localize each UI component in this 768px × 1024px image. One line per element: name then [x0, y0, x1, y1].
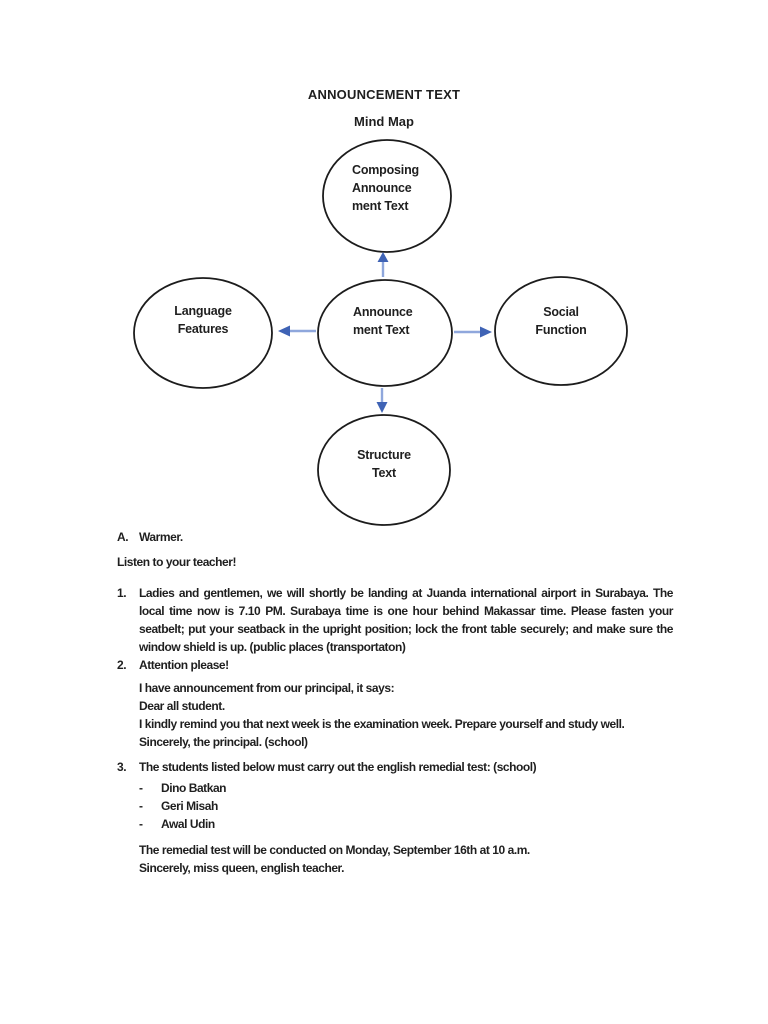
closing-line: Sincerely, miss queen, english teacher. [139, 861, 344, 875]
body-line: I have announcement from our principal, … [139, 681, 395, 695]
node-circle-announcement-text [317, 279, 453, 387]
dash-bullet: - [139, 781, 143, 795]
mindmap-node-announcement-text: Announce ment Text [353, 303, 463, 339]
list-number: 3. [117, 760, 127, 774]
announcement-heading-attention: Attention please! [139, 658, 229, 672]
arrow-right-icon [454, 326, 492, 338]
mindmap-title: Mind Map [354, 114, 414, 129]
student-list: - Dino Batkan - Geri Misah - Awal Udin [117, 779, 673, 833]
node-line: Features [177, 322, 229, 336]
node-line: Composing [352, 163, 419, 177]
announcement-text-airport: Ladies and gentlemen, we will shortly be… [139, 586, 673, 654]
document-body: A. Warmer. Listen to your teacher! 1. La… [117, 528, 673, 877]
page-title: ANNOUNCEMENT TEXT [307, 87, 461, 102]
node-line: Function [535, 323, 587, 337]
node-circle-structure-text [317, 414, 451, 526]
node-line: ment Text [353, 323, 410, 337]
announcement-item-1: 1. Ladies and gentlemen, we will shortly… [117, 584, 673, 656]
dash-bullet: - [139, 799, 143, 813]
node-line: Structure [357, 448, 411, 462]
section-warmer-label: Warmer. [139, 530, 183, 544]
node-line: Announce [353, 305, 413, 319]
student-name: Awal Udin [161, 817, 215, 831]
list-number: 2. [117, 658, 127, 672]
body-line: I kindly remind you that next week is th… [139, 717, 625, 731]
mind-map-diagram: Composing Announce ment Text Language Fe… [0, 130, 768, 530]
announcement-item-3: 3. The students listed below must carry … [117, 758, 673, 776]
body-line: Dear all student. [139, 699, 225, 713]
student-name: Geri Misah [161, 799, 218, 813]
mindmap-node-structure-text: Structure Text [324, 446, 444, 482]
list-item: - Dino Batkan [117, 779, 673, 797]
announcement-heading-remedial: The students listed below must carry out… [139, 760, 537, 774]
body-line: Sincerely, the principal. (school) [139, 735, 308, 749]
dash-bullet: - [139, 817, 143, 831]
arrow-left-icon [278, 325, 316, 337]
arrow-up-icon [377, 252, 389, 277]
list-item: - Geri Misah [117, 797, 673, 815]
list-number: 1. [117, 586, 127, 600]
list-item: - Awal Udin [117, 815, 673, 833]
section-letter: A. [117, 530, 129, 544]
node-circle-social-function [494, 276, 628, 386]
arrow-down-icon [376, 388, 388, 413]
section-warmer-heading: A. Warmer. [117, 528, 673, 546]
mindmap-node-composing: Composing Announce ment Text [352, 161, 456, 215]
node-line: Language [174, 304, 232, 318]
closing-line: The remedial test will be conducted on M… [139, 843, 530, 857]
node-circle-composing [322, 139, 452, 253]
announcement-body-principal: I have announcement from our principal, … [139, 679, 673, 751]
node-line: Text [372, 466, 396, 480]
mindmap-node-social-function: Social Function [506, 303, 616, 339]
mindmap-node-language-features: Language Features [143, 302, 263, 338]
node-line: Announce [352, 181, 412, 195]
listen-instruction: Listen to your teacher! [117, 555, 237, 569]
node-line: Social [543, 305, 579, 319]
node-line: ment Text [352, 199, 409, 213]
student-name: Dino Batkan [161, 781, 227, 795]
closing-block: The remedial test will be conducted on M… [139, 841, 673, 877]
node-circle-language-features [133, 277, 273, 389]
announcement-item-2: 2. Attention please! [117, 656, 673, 674]
mind-map-canvas [133, 139, 628, 526]
